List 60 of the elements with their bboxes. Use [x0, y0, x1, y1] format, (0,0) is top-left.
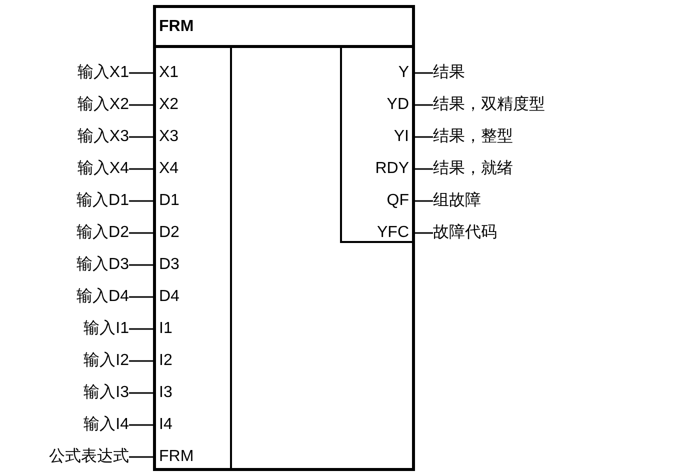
connector-line	[129, 136, 156, 138]
input-pin: I1	[156, 319, 172, 339]
input-label: 输入I3	[84, 383, 129, 403]
input-label: 输入X3	[77, 127, 129, 147]
connector-line	[129, 72, 156, 74]
connector-line	[129, 168, 156, 170]
input-pin: I3	[156, 383, 172, 403]
connector-line	[129, 200, 156, 202]
output-label: 结果，就绪	[433, 159, 513, 179]
input-label: 输入X2	[77, 95, 129, 115]
connector-line	[129, 232, 156, 234]
connector-line	[129, 456, 156, 458]
connector-line	[129, 264, 156, 266]
function-block	[153, 5, 415, 471]
input-pin: I2	[156, 351, 172, 371]
input-label: 输入X1	[77, 63, 129, 83]
input-pin: D4	[156, 287, 180, 307]
output-pin: QF	[386, 191, 412, 211]
connector-line	[129, 296, 156, 298]
output-panel	[340, 45, 412, 243]
output-label: 结果，双精度型	[433, 95, 545, 115]
input-label: 输入I1	[84, 319, 129, 339]
output-pin: Y	[398, 63, 412, 83]
input-pin: I4	[156, 415, 172, 435]
input-label: 输入I4	[84, 415, 129, 435]
input-label: 输入D1	[76, 191, 129, 211]
output-label: 组故障	[433, 191, 481, 211]
output-label: 结果，整型	[433, 127, 513, 147]
output-pin: YD	[386, 95, 412, 115]
connector-line	[129, 360, 156, 362]
input-label: 输入D3	[76, 255, 129, 275]
input-label: 输入D4	[76, 287, 129, 307]
connector-line	[412, 200, 433, 202]
input-pin: X1	[156, 63, 179, 83]
block-title: FRM	[156, 8, 412, 48]
input-pin: D1	[156, 191, 180, 211]
output-label: 故障代码	[433, 223, 497, 243]
output-pin: YI	[394, 127, 412, 147]
input-pin: FRM	[156, 447, 194, 467]
connector-line	[129, 104, 156, 106]
connector-line	[412, 136, 433, 138]
output-pin: RDY	[375, 159, 412, 179]
connector-line	[412, 232, 433, 234]
output-pin: YFC	[377, 223, 412, 243]
input-pin: X2	[156, 95, 179, 115]
input-pin: D2	[156, 223, 180, 243]
input-pin: D3	[156, 255, 180, 275]
connector-line	[129, 424, 156, 426]
input-label: 输入X4	[77, 159, 129, 179]
input-label: 输入D2	[76, 223, 129, 243]
connector-line	[129, 392, 156, 394]
input-label: 公式表达式	[49, 447, 129, 467]
connector-line	[129, 328, 156, 330]
output-label: 结果	[433, 63, 465, 83]
input-pin: X4	[156, 159, 179, 179]
input-pin: X3	[156, 127, 179, 147]
connector-line	[412, 168, 433, 170]
connector-line	[412, 104, 433, 106]
input-label: 输入I2	[84, 351, 129, 371]
connector-line	[412, 72, 433, 74]
